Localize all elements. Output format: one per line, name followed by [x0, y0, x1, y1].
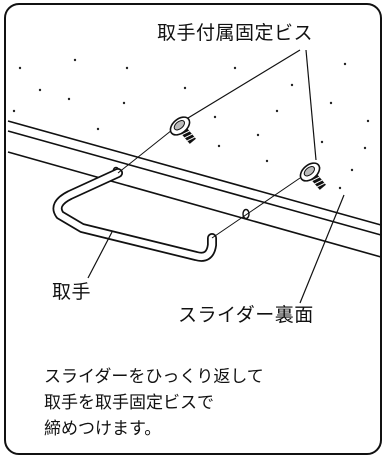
- instruction-line: 締めつけます。: [44, 419, 162, 439]
- instruction-line: スライダーをひっくり返して: [44, 367, 264, 387]
- instructions-text: スライダーをひっくり返して 取手を取手固定ビスで 締めつけます。: [44, 364, 264, 442]
- board-texture: [12, 58, 370, 190]
- instruction-line: 取手を取手固定ビスで: [44, 393, 214, 413]
- screw-icon: [299, 162, 326, 190]
- screw-icon: [169, 116, 196, 144]
- assembly-guide-lines: [117, 129, 301, 239]
- slider-back-label: スライダー裏面: [178, 304, 314, 326]
- handle-label: 取手: [52, 281, 92, 303]
- leader-lines: [87, 49, 345, 304]
- diagram-frame: [4, 3, 382, 455]
- board-edge: [7, 120, 382, 258]
- handle-screws-label: 取手付属固定ビス: [157, 22, 314, 44]
